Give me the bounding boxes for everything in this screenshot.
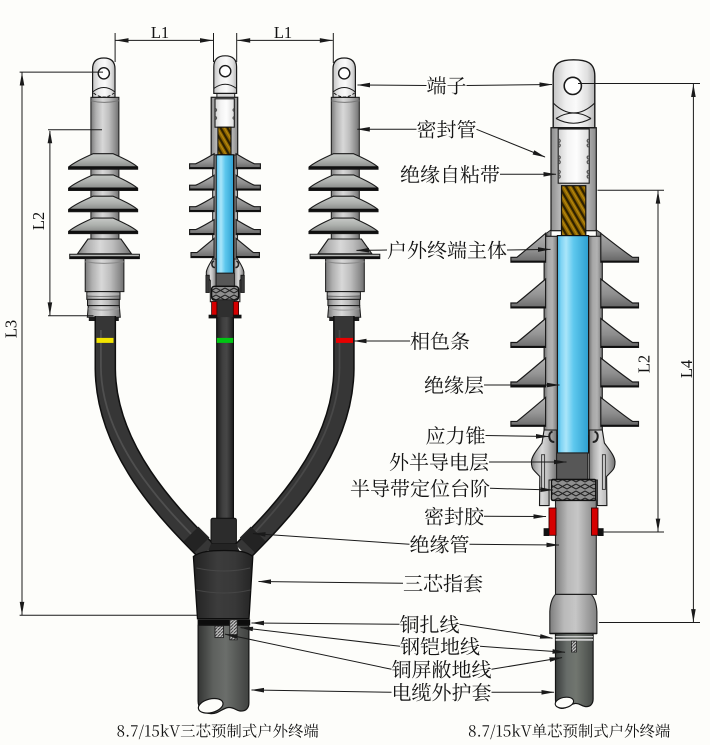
svg-text:L4: L4 — [677, 360, 696, 378]
svg-text:L3: L3 — [2, 320, 21, 338]
svg-text:L2: L2 — [635, 355, 654, 373]
svg-text:L1: L1 — [151, 23, 169, 42]
svg-text:L1: L1 — [274, 23, 292, 42]
svg-text:L2: L2 — [29, 212, 48, 230]
